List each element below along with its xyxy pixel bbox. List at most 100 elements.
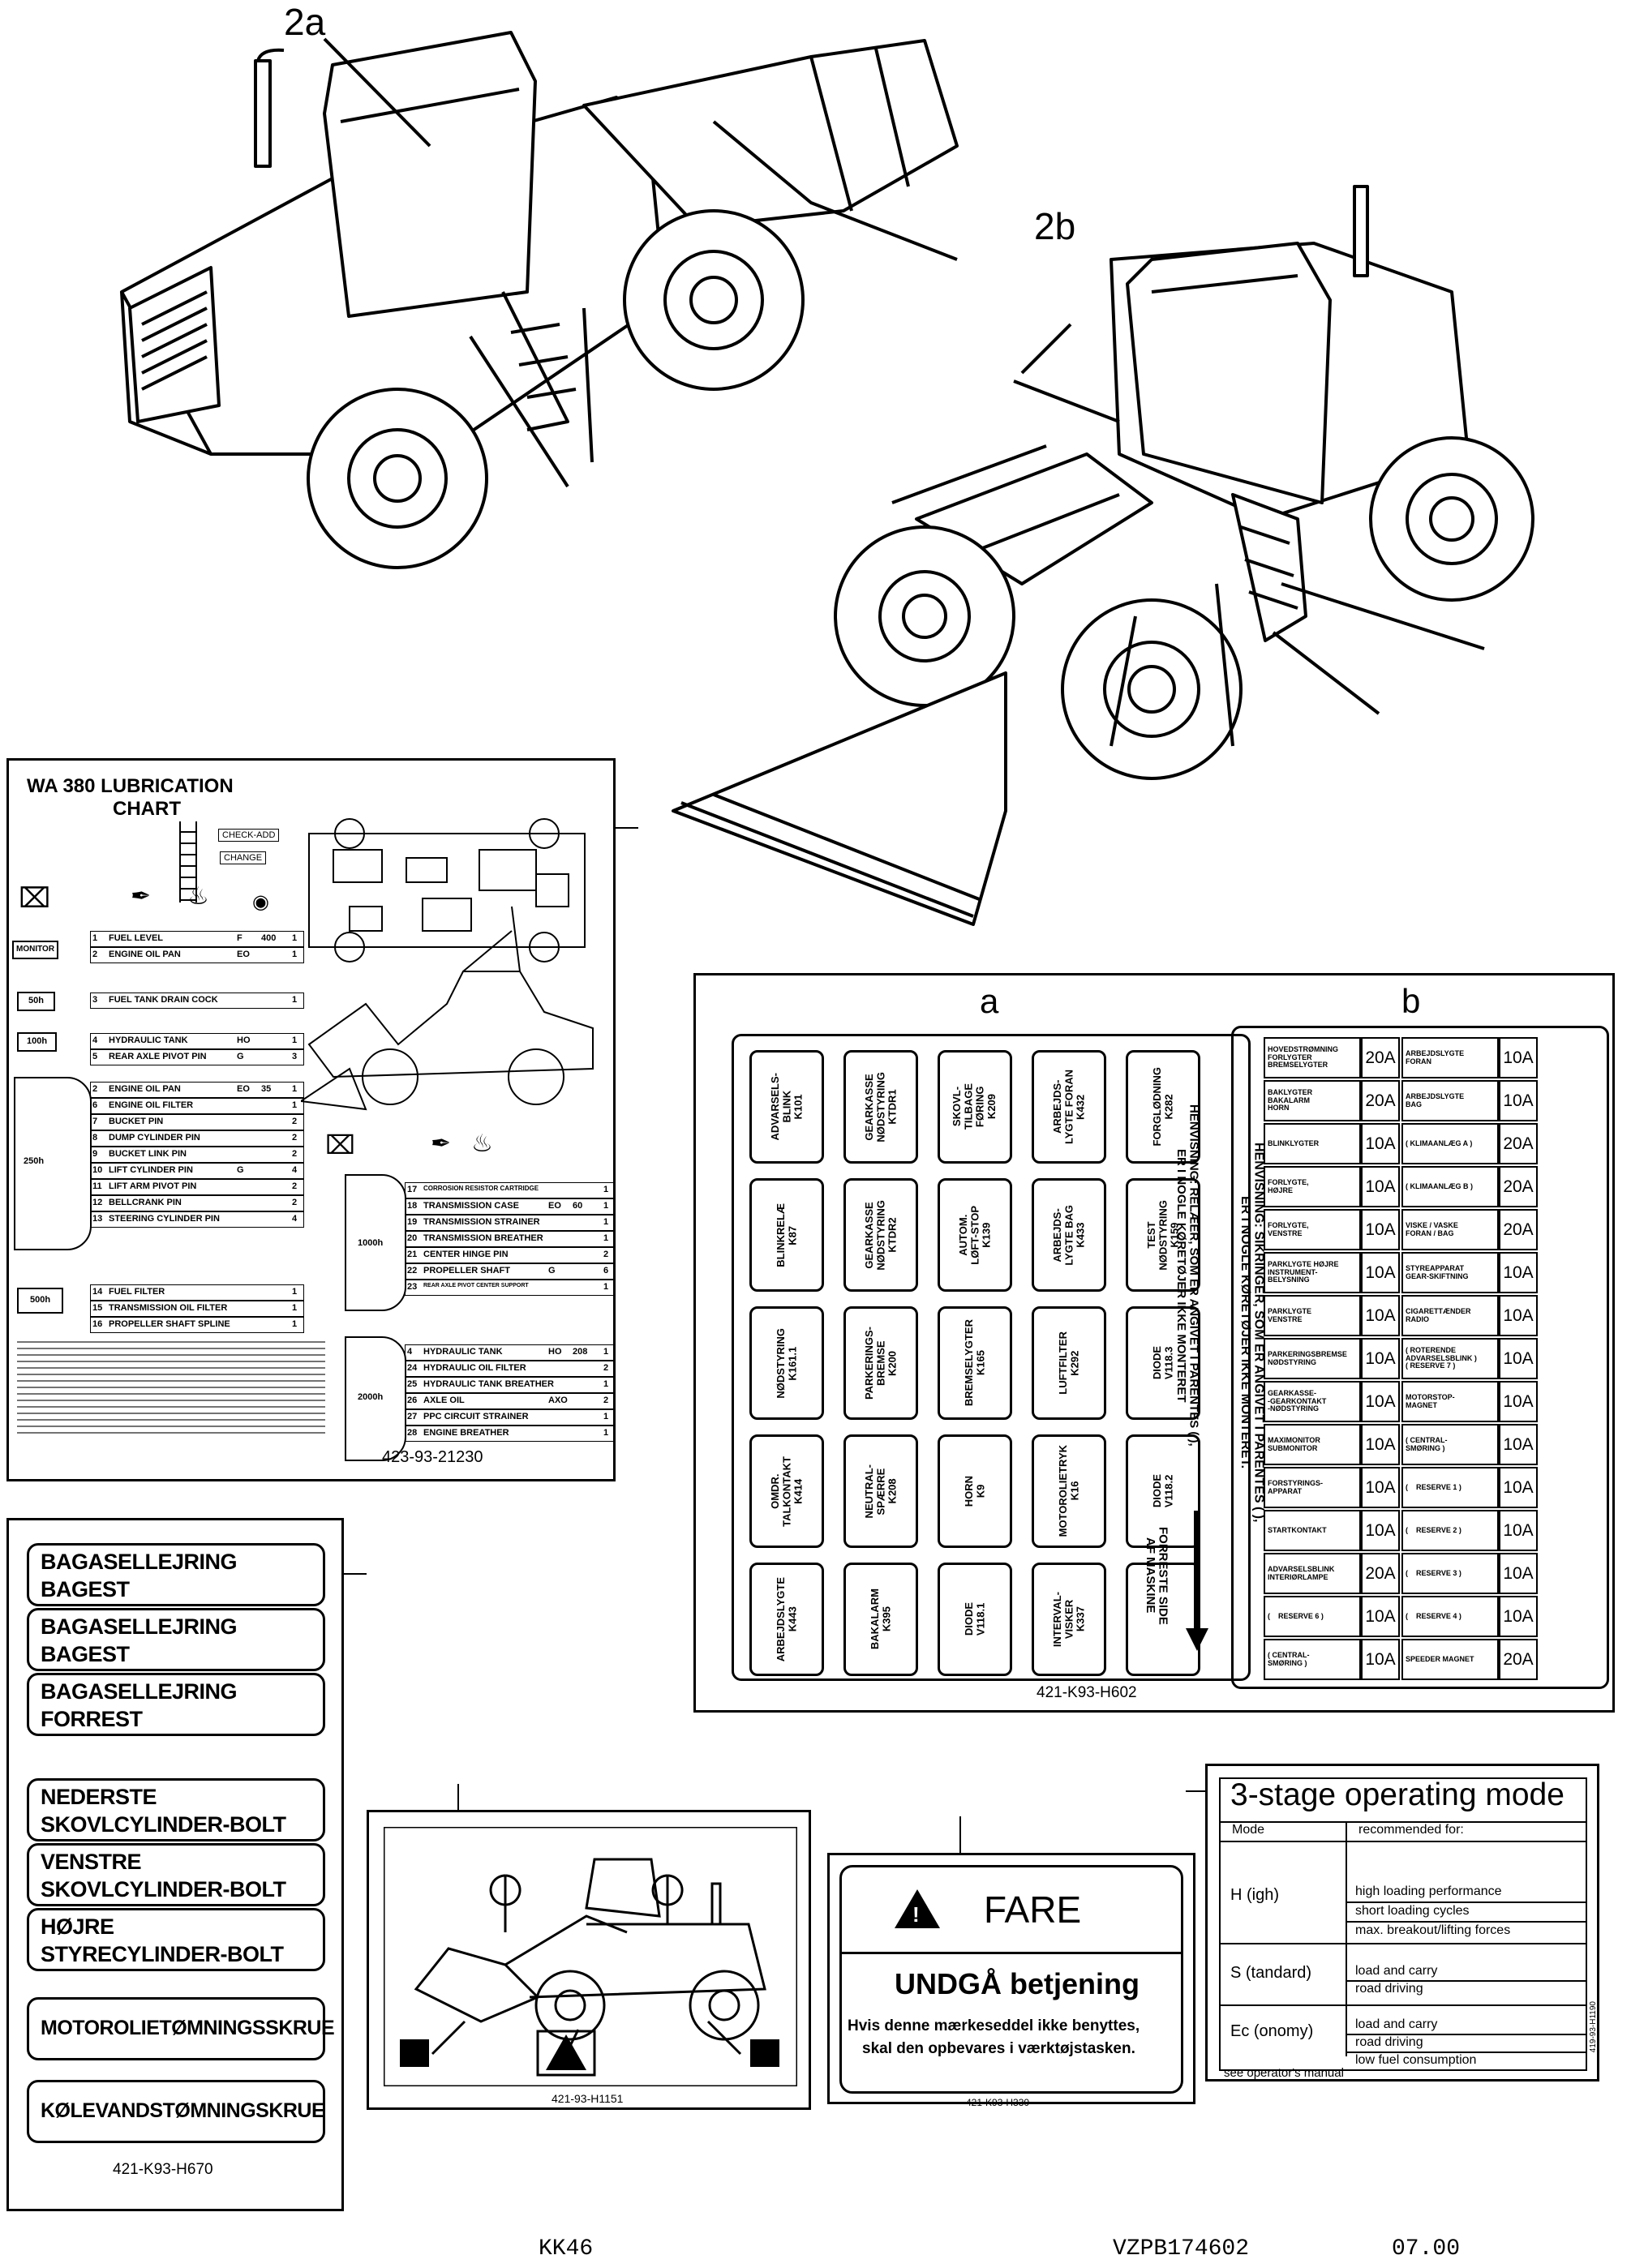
fuse-description: FORLYGTE, HØJRE — [1264, 1166, 1361, 1207]
lube-notes — [17, 1336, 325, 1434]
relay-cell: BLINKRELÆ K87 — [749, 1178, 824, 1292]
fuse-description: ARBEJDSLYGTE BAG — [1401, 1080, 1499, 1121]
fuse-description: MAXIMONITOR SUBMONITOR — [1264, 1424, 1361, 1465]
plate-4: NEDERSTE SKOVLCYLINDER-BOLT — [27, 1778, 325, 1841]
relay-cell: DIODE V118.2 — [1126, 1434, 1200, 1548]
mode-footer: see operator's manual — [1224, 2066, 1344, 2080]
footer-left: KK46 — [539, 2236, 594, 2262]
relay-panel-a — [732, 1034, 1251, 1681]
relay-cell: LUFTFILTER K292 — [1032, 1306, 1106, 1420]
fuse-amperage: 20A — [1361, 1553, 1400, 1594]
plate-8: KØLEVANDSTØMNINGSKRUE — [27, 2080, 325, 2143]
wheel-loader-illustration — [120, 31, 1534, 926]
fare-title: FARE — [984, 1889, 1082, 1931]
callout-a: a — [980, 982, 999, 1020]
fuse-amperage: 10A — [1361, 1252, 1400, 1293]
relay-cell: BREMSELYGTER K165 — [938, 1306, 1012, 1420]
tag-500h: 500h — [17, 1288, 64, 1314]
fuse-description: VISKE / VASKE FORAN / BAG — [1401, 1209, 1499, 1250]
fuse-amperage: 10A — [1361, 1424, 1400, 1465]
tag-50h: 50h — [17, 992, 55, 1011]
fuse-amperage: 20A — [1499, 1166, 1538, 1207]
oil-can-icon-2: ♨ — [471, 1130, 493, 1157]
checkbox-icon: ⌧ — [19, 883, 51, 914]
mode-e-item-1: load and carry — [1355, 2017, 1438, 2031]
check-add-badge: CHECK-ADD — [218, 829, 280, 842]
mode-s-item-1: load and carry — [1355, 1964, 1438, 1978]
plates-part-number: 421-K93-H670 — [113, 2161, 213, 2178]
operating-mode-label: 3-stage operating mode Mode recommended … — [1205, 1764, 1599, 2082]
lube-ladder — [179, 821, 197, 902]
plate-1: BAGASELLEJRING BAGEST — [27, 1543, 325, 1606]
oil-drop-icon: ◉ — [252, 891, 269, 913]
fuse-description: ARBEJDSLYGTE FORAN — [1401, 1037, 1499, 1078]
fuse-amperage: 10A — [1499, 1553, 1538, 1594]
fuse-amperage: 10A — [1361, 1510, 1400, 1551]
lube-points-part-number: 421-93-H1151 — [552, 2092, 624, 2105]
fuse-description: ( RESERVE 3 ) — [1401, 1553, 1499, 1594]
checkbox-icon-2: ⌧ — [325, 1130, 355, 1160]
mode-s: S (tandard) — [1230, 1964, 1312, 1982]
relay-cell: ADVARSELS- BLINK K101 — [749, 1050, 824, 1164]
fuse-amperage: 10A — [1361, 1467, 1400, 1508]
fuse-description: ADVARSELSBLINK INTERIØRLAMPE — [1264, 1553, 1361, 1594]
grease-gun-icon-2: ✒ — [431, 1130, 452, 1157]
fuse-amperage: 20A — [1499, 1209, 1538, 1250]
lube-part-number: 423-93-21230 — [382, 1448, 483, 1466]
loader-rear-view — [120, 31, 959, 569]
mode-h: H (igh) — [1230, 1886, 1280, 1904]
oil-can-icon: ♨ — [187, 883, 209, 910]
fuse-amperage: 10A — [1361, 1209, 1400, 1250]
fuse-amperage: 10A — [1361, 1338, 1400, 1379]
mode-h-item-3: max. breakout/lifting forces — [1355, 1923, 1511, 1937]
fuse-amperage: 10A — [1499, 1596, 1538, 1637]
fuse-description: ( KLIMAANLÆG A ) — [1401, 1123, 1499, 1164]
fuse-amperage: 10A — [1361, 1596, 1400, 1637]
front-arrow-icon — [1194, 1511, 1200, 1632]
footer-right: 07.00 — [1392, 2236, 1461, 2262]
arrow-1000h — [345, 1174, 406, 1311]
fuse-amperage: 20A — [1361, 1037, 1400, 1078]
relay-cell: INTERVAL- VISKER K337 — [1032, 1563, 1106, 1676]
arrow-250h — [14, 1077, 92, 1250]
fuse-amperage: 20A — [1499, 1123, 1538, 1164]
fuse-amperage: 10A — [1361, 1639, 1400, 1680]
relay-cell: GEARKASSE NØDSTYRING KTDR2 — [843, 1178, 918, 1292]
loader-front-view — [672, 185, 1534, 926]
fuse-amperage: 10A — [1499, 1080, 1538, 1121]
footer-mid: VZPB174602 — [1113, 2236, 1250, 2262]
mode-side-number: 419-93-H1190 — [1589, 2001, 1598, 2053]
relay-cell: MOTOROLIETRYK K16 — [1032, 1434, 1106, 1548]
tag-monitor: MONITOR — [12, 941, 59, 959]
relay-note: HENVISNING: RELÆER, SOM ER ANGIVET I PAR… — [1174, 1104, 1201, 1447]
loader-sideview-icon — [384, 1827, 797, 2086]
fuse-description: STARTKONTAKT — [1264, 1510, 1361, 1551]
fare-part-number: 421-K93-H330 — [966, 2097, 1030, 2108]
callout-2b: 2b — [1034, 205, 1076, 247]
fuse-description: ( RESERVE 6 ) — [1264, 1596, 1361, 1637]
fuse-description: ( RESERVE 1 ) — [1401, 1467, 1499, 1508]
mode-e-item-2: road driving — [1355, 2035, 1423, 2049]
fuse-description: ( CENTRAL- SMØRING ) — [1401, 1424, 1499, 1465]
relay-cell: ARBEJDS- LYGTE FORAN K432 — [1032, 1050, 1106, 1164]
fuse-description: ( KLIMAANLÆG B ) — [1401, 1166, 1499, 1207]
relay-cell: HORN K9 — [938, 1434, 1012, 1548]
fare-warning-label: ! FARE UNDGÅ betjening Hvis denne mærkes… — [827, 1853, 1195, 2108]
plate-2: BAGASELLEJRING BAGEST — [27, 1608, 325, 1671]
front-side-note: FORRESTE SIDE AF MASKINE — [1143, 1526, 1170, 1625]
callout-b: b — [1401, 982, 1421, 1020]
fuse-description: GEARKASSE- -GEARKONTAKT -NØDSTYRING — [1264, 1381, 1361, 1422]
fuse-description: STYREAPPARAT GEAR-SKIFTNING — [1401, 1252, 1499, 1293]
mode-e: Ec (onomy) — [1230, 2022, 1314, 2040]
fuse-box-label: a b HENVISNING: RELÆER, SOM ER ANGIVET I… — [693, 973, 1615, 1713]
fuse-amperage: 10A — [1499, 1510, 1538, 1551]
tag-2000h: 2000h — [358, 1392, 384, 1402]
mode-col-2: recommended for: — [1358, 1823, 1464, 1837]
fuse-note: HENVISNING: SIKRINGER, SOM ER ANGIVET I … — [1238, 1142, 1266, 1523]
fuse-amperage: 10A — [1361, 1295, 1400, 1336]
relay-cell: ARBEJDS- LYGTE BAG K433 — [1032, 1178, 1106, 1292]
fuse-description: SPEEDER MAGNET — [1401, 1639, 1499, 1680]
plate-6: HØJRE STYRECYLINDER-BOLT — [27, 1908, 325, 1971]
fuse-description: MOTORSTOP- MAGNET — [1401, 1381, 1499, 1422]
mode-title: 3-stage operating mode — [1230, 1777, 1564, 1812]
